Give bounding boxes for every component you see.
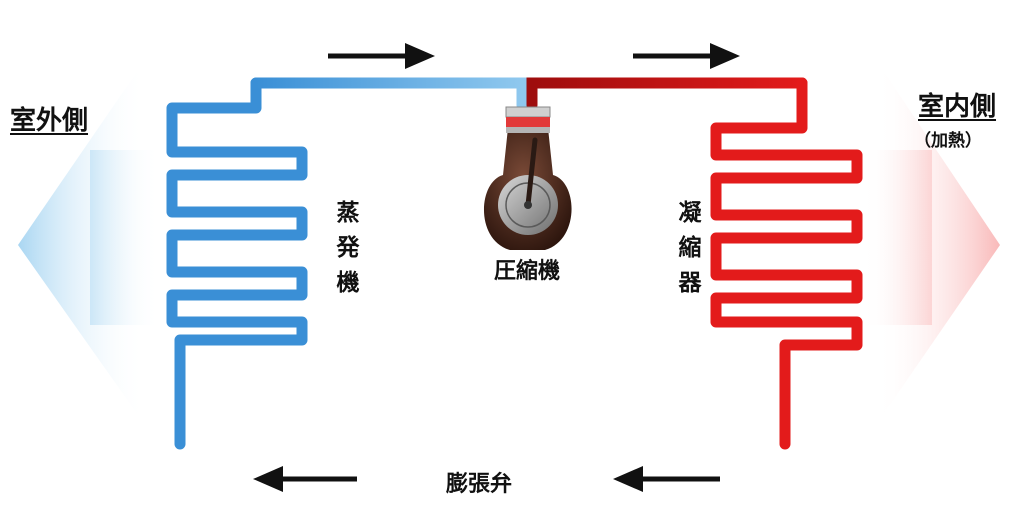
compressor-icon (483, 106, 572, 250)
evaporator-label: 蒸発機 (332, 200, 358, 305)
arrow-top-left (328, 43, 435, 69)
outdoor-side-band (90, 150, 160, 325)
arrow-bottom-left (253, 466, 357, 492)
expansion-valve-label: 膨張弁 (446, 472, 513, 497)
arrow-bottom-right (613, 466, 720, 492)
indoor-side-band (862, 150, 932, 325)
condenser-coil-pipe (710, 77, 863, 450)
top-left-pipe (250, 77, 528, 111)
outdoor-label: 室外側 (10, 106, 89, 136)
arrow-top-right (633, 43, 740, 69)
top-right-pipe (526, 77, 808, 111)
evaporator-coil-pipe (166, 77, 308, 450)
indoor-sub-label: （加熱） (914, 131, 982, 151)
compressor-label: 圧縮機 (494, 259, 561, 284)
condenser-label: 凝縮器 (674, 200, 700, 305)
indoor-label: 室内側 (918, 92, 997, 122)
